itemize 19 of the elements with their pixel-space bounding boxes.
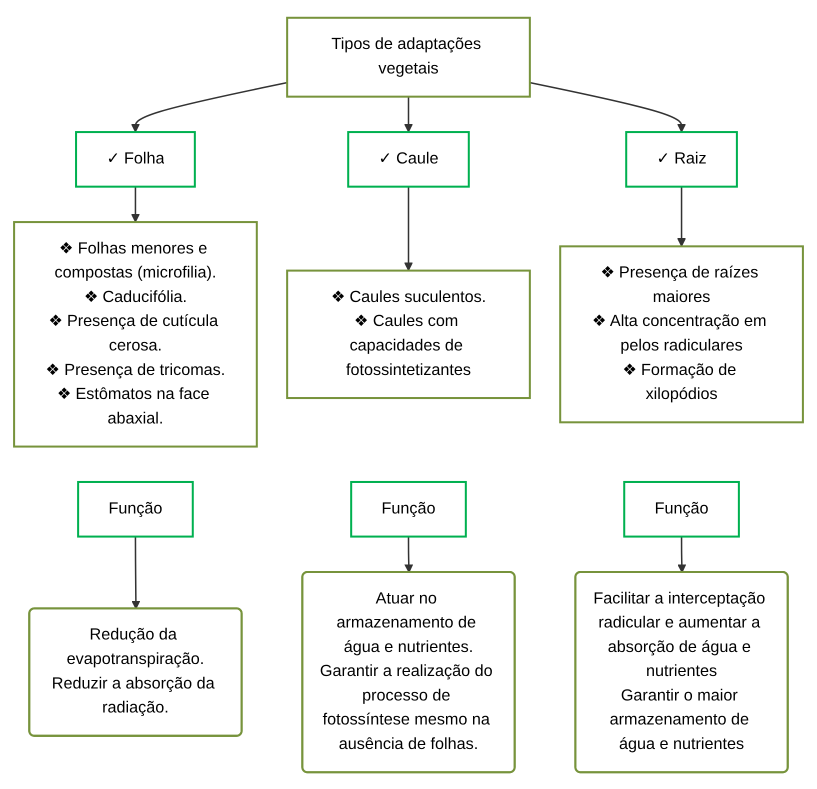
node-box: Função	[77, 480, 194, 538]
node-box: ❖ Caules suculentos. ❖ Caules com capacidades de fotossintetizantes	[286, 269, 531, 399]
node-box: ✓ Folha	[75, 130, 196, 188]
arrow	[404, 536, 414, 572]
node-box: Função	[350, 480, 467, 538]
node-box: ❖ Presença de raízes maiores ❖ Alta concentração em pelos radiculares ❖ Formação de xilopódios	[559, 244, 804, 423]
node-box: ❖ Folhas menores e compostas (microfilia). ❖ Caducifólia. ❖ Presença de cutícula cerosa. ❖ Presença de tricomas. ❖ Estômatos na face abaxial.	[13, 220, 258, 448]
node-box: Tipos de adaptações vegetais	[286, 16, 531, 98]
arrow	[404, 186, 413, 271]
arrow	[131, 186, 140, 222]
arrow	[131, 81, 288, 132]
arrow	[677, 536, 686, 572]
node-box: ✓ Raiz	[625, 130, 738, 188]
arrow	[404, 96, 413, 132]
node-box: ✓ Caule	[347, 130, 470, 188]
node-box: Função	[623, 480, 740, 538]
arrow	[677, 186, 686, 246]
arrow	[131, 536, 140, 609]
arrow	[530, 81, 686, 132]
